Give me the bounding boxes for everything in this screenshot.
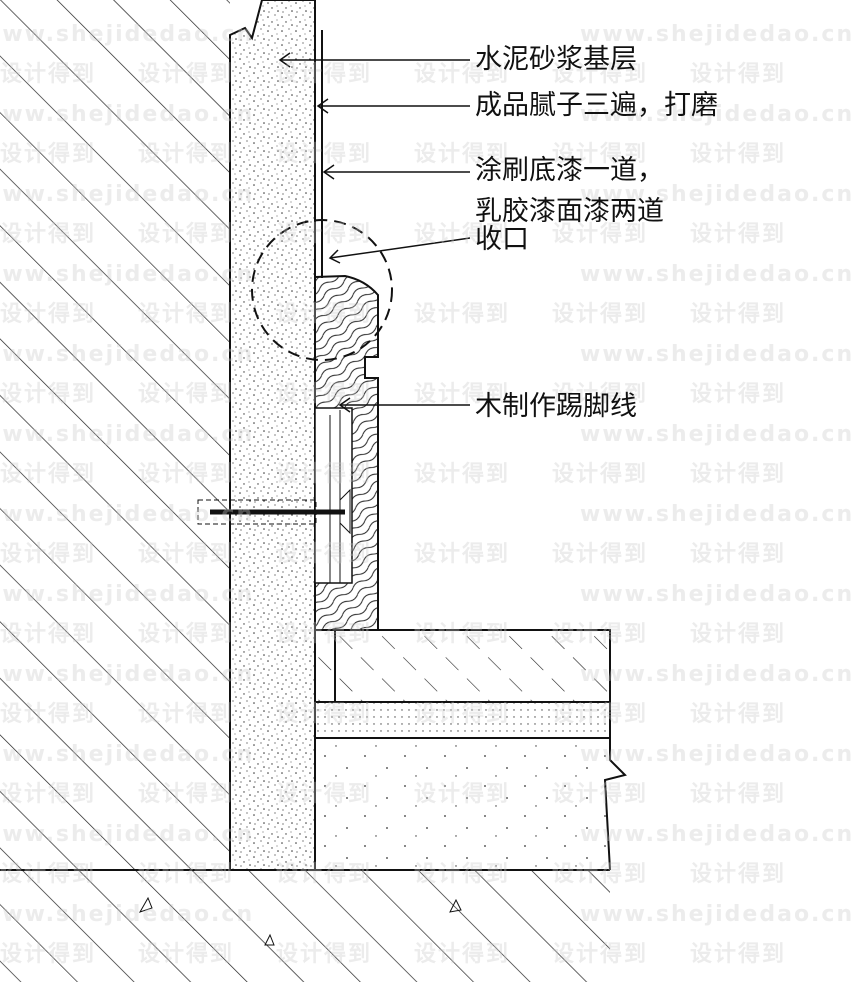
structural-floor [0, 871, 610, 982]
break-line [603, 632, 627, 871]
label-primer-line2: 乳胶漆面漆两道 [475, 196, 664, 227]
label-primer-line1: 涂刷底漆一道， [475, 155, 664, 186]
label-mortar-base: 水泥砂浆基层 [475, 44, 637, 75]
leader-lines [278, 52, 471, 413]
mortar-base-layer [229, 0, 316, 871]
masonry-wall [0, 0, 230, 870]
bedding-mortar [314, 701, 611, 739]
concrete-slab [315, 738, 610, 870]
screw-anchor [197, 488, 351, 535]
aggregate-marks [138, 896, 462, 946]
label-closure: 收口 [475, 224, 529, 255]
label-baseboard: 木制作踢脚线 [475, 391, 637, 422]
floor-tile [314, 629, 611, 703]
closure-detail-circle [251, 219, 393, 361]
label-putty: 成品腻子三遍，打磨 [475, 90, 718, 121]
wood-batten [314, 407, 353, 584]
